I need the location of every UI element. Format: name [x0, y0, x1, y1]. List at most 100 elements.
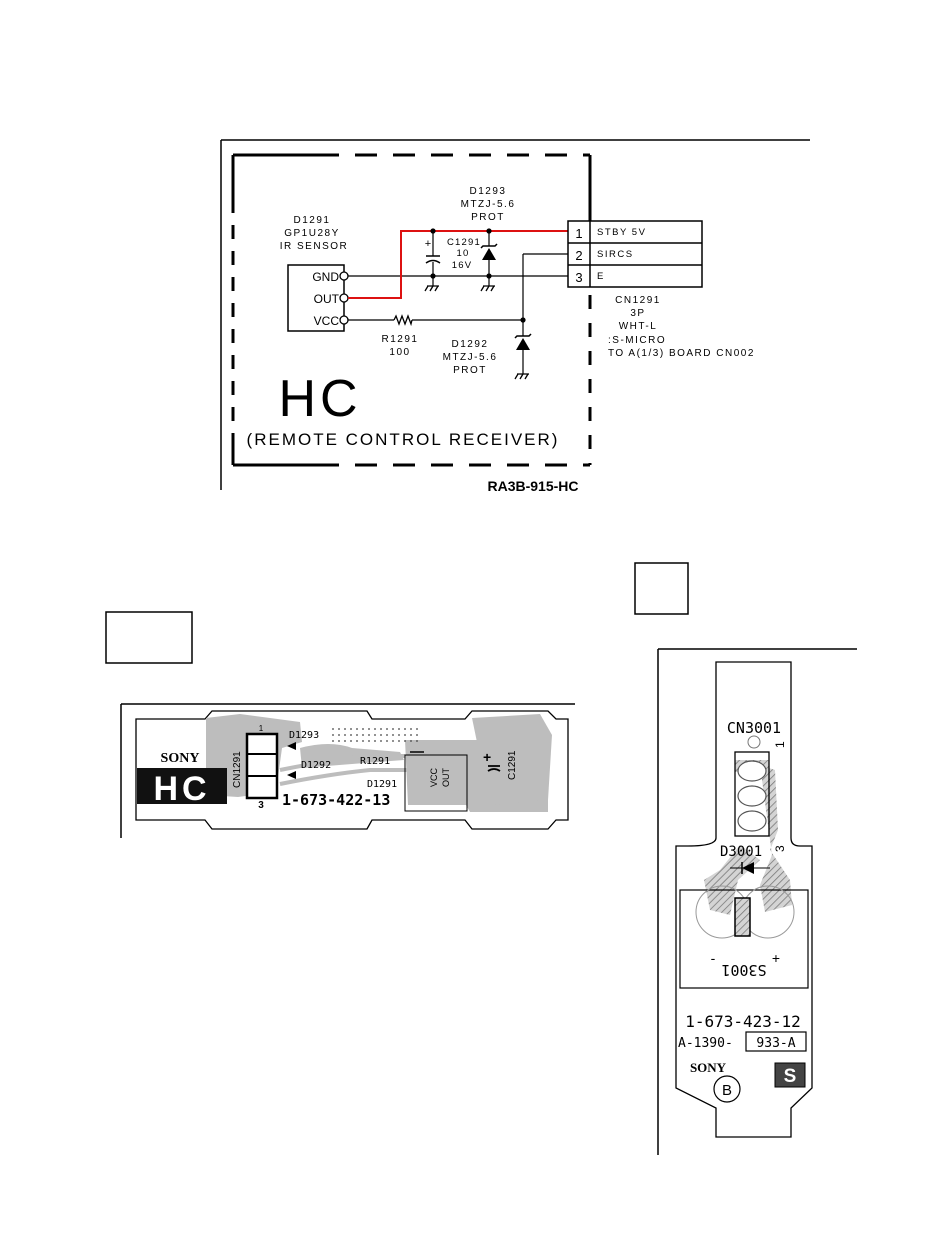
pcb-s-pin-1: 1: [773, 741, 787, 748]
resistor-r1291: R1291 100: [382, 314, 419, 358]
c1291-polarity: +: [425, 238, 431, 250]
pcb-s-hatch-left: [704, 845, 760, 915]
cn-series: :S-MICRO: [608, 335, 666, 346]
r1291-ref: R1291: [382, 334, 419, 345]
red-signal-path: [348, 230, 568, 299]
pcb-s-brand: SONY: [690, 1060, 727, 1075]
pcb-hc-d1292: D1292: [301, 760, 331, 771]
ir-pin-gnd-terminal: [339, 271, 349, 281]
ir-sensor-desc: IR SENSOR: [280, 241, 349, 252]
pcb-s-board-prefix: A-1390-: [678, 1036, 733, 1051]
d1293-ref: D1293: [470, 186, 507, 197]
pcb-hc-copper-cap: [472, 714, 552, 805]
cn-pin-1-num: 1: [575, 226, 582, 241]
board-code: RA3B-915-HC: [487, 478, 578, 494]
pcb-s-s-mark-box: [774, 1062, 806, 1088]
pcb-hc-brand: SONY: [161, 751, 200, 766]
board-description: (REMOTE CONTROL RECEIVER): [247, 430, 560, 449]
schematic: D1291 GP1U28Y IR SENSOR GND OUT VCC: [220, 139, 810, 494]
d1293-part: MTZJ-5.6: [461, 199, 516, 210]
cn-pin-3-num: 3: [575, 270, 582, 285]
c1291-value: 10: [457, 248, 470, 259]
cn-type: 3P: [630, 308, 645, 319]
pcb-s-switch-slot: [734, 897, 751, 937]
pcb-s-connector-body: [734, 751, 770, 837]
pcb-hc-c1291: C1291: [507, 750, 518, 780]
ground-symbols: [424, 285, 529, 380]
pcb-s-hole: [747, 735, 761, 749]
pcb-hc-diode-mark-2: [287, 771, 296, 779]
ir-sensor-body: [287, 264, 345, 332]
board-name: HC: [278, 370, 361, 428]
pcb-s-part-no: 1-673-423-12: [685, 1012, 801, 1031]
pcb-s-switch-outline: [679, 889, 809, 989]
pcb-hc-pin-3: 3: [258, 800, 264, 811]
d1292-desc: PROT: [453, 365, 487, 376]
pcb-s-switch-ref: S3001: [721, 961, 766, 979]
pcb-s-minus: -: [711, 950, 716, 966]
capacitor-c1291: + C1291 10 16V: [425, 237, 481, 271]
cn-pin-2-signal: SIRCS: [597, 249, 634, 260]
ir-pin-out: OUT: [314, 292, 340, 306]
board-outline: [231, 153, 592, 467]
c1291-voltage: 16V: [452, 260, 473, 271]
pcb-hc-r1291: R1291: [360, 756, 390, 767]
ir-pin-vcc-terminal: [339, 315, 349, 325]
pcb-s-s-mark: S: [784, 1066, 797, 1087]
cn-pin-3-signal: E: [597, 271, 605, 282]
pcb-hc-connector-ref: CN1291: [232, 751, 243, 788]
ir-sensor: D1291 GP1U28Y IR SENSOR GND OUT VCC: [280, 215, 349, 332]
blank-label-box-left: [105, 611, 193, 664]
pcb-s-pin-3: 3: [773, 845, 787, 852]
pcb-s-hatch-right: [760, 765, 792, 912]
pcb-hc-d1293: D1293: [289, 730, 319, 741]
cn-ref: CN1291: [615, 295, 661, 306]
ir-pin-out-terminal: [339, 293, 349, 303]
cn-pin-2-num: 2: [575, 248, 582, 263]
pcb-hc-d1291: D1291: [367, 779, 397, 790]
pcb-hc-connector-body: [245, 732, 279, 800]
r1291-value: 100: [389, 347, 410, 358]
pcb-s-pad-2: [737, 785, 767, 807]
pcb-hc-silkscreen-dots: [330, 724, 420, 742]
pcb-hc: SONY HC CN1291 1 3 D1293 D1292 R1291 D12…: [120, 703, 575, 838]
ir-pin-vcc: VCC: [314, 314, 340, 328]
pcb-hc-diode-mark-1: [287, 742, 296, 750]
pcb-hc-sensor-outline: [404, 754, 468, 812]
ir-sensor-part: GP1U28Y: [284, 228, 340, 239]
pcb-s3001: CN3001 1 3 D3001 - + S3001 1-673-423-12 …: [657, 648, 857, 1155]
pcb-hc-vcc: VCC: [429, 767, 439, 787]
d1292-part: MTZJ-5.6: [443, 352, 498, 363]
pcb-hc-cap-mark: [487, 765, 501, 772]
c1291-ref: C1291: [447, 237, 481, 248]
pcb-s-board-suffix-box: [745, 1031, 807, 1052]
pcb-hc-pin-1: 1: [259, 724, 264, 733]
pcb-hc-cap-polarity: +: [483, 749, 491, 765]
cn-color: WHT-L: [619, 321, 658, 332]
cn-pin-1-signal: STBY 5V: [597, 227, 646, 238]
zener-d1293: D1293 MTZJ-5.6 PROT: [461, 186, 516, 260]
pcb-s-board-suffix: 933-A: [756, 1036, 795, 1051]
pcb-s-pad-3: [737, 810, 767, 832]
pcb-s-diode-ref: D3001: [720, 844, 762, 860]
blank-label-box-right: [634, 562, 689, 615]
pcb-s-circle-mark: B: [722, 1082, 732, 1099]
pcb-hc-logo-box: [137, 768, 227, 804]
pcb-hc-part-no: 1-673-422-13: [282, 791, 390, 809]
zener-d1292: D1292 MTZJ-5.6 PROT: [443, 333, 532, 376]
connector-cn1291: 1 2 3 STBY 5V SIRCS E CN1291 3P WHT-L :S…: [567, 220, 755, 359]
pcb-s-circle-mark-ring: [713, 1075, 741, 1103]
ir-pin-gnd: GND: [312, 270, 339, 284]
pcb-hc-out: OUT: [441, 768, 451, 788]
d1292-ref: D1292: [452, 339, 489, 350]
pcb-hc-logo: HC: [153, 770, 210, 808]
pcb-s-pad-1: [737, 760, 767, 782]
pcb-s-plus: +: [772, 950, 780, 966]
junction-dots: [430, 228, 526, 323]
d1293-desc: PROT: [471, 212, 505, 223]
ir-sensor-ref: D1291: [294, 215, 331, 226]
cn-dest: TO A(1/3) BOARD CN002: [608, 348, 755, 359]
pcb-s-connector-ref: CN3001: [727, 719, 781, 737]
pcb-hc-traces: [279, 754, 462, 791]
black-wires: [348, 231, 568, 374]
